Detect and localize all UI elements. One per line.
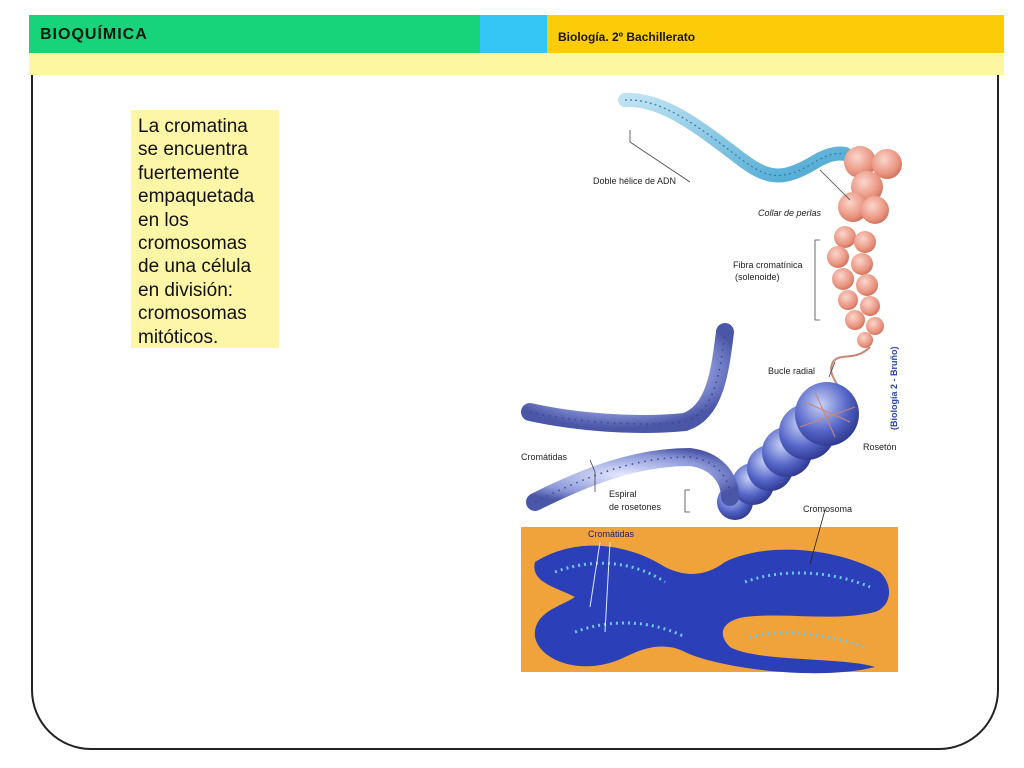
leader-lines [589, 130, 851, 513]
chromatin-text-box: La cromatina se encuentra fuertemente em… [131, 110, 279, 348]
rosette-spiral [717, 382, 859, 520]
label-chromatids: Cromátidas [521, 452, 568, 462]
label-credit: (Biología 2 - Bruño) [889, 347, 899, 431]
pearl-necklace [838, 146, 902, 224]
rosette-sphere [795, 382, 859, 446]
label-chromosome: Cromosoma [803, 504, 852, 514]
label-rosette: Rosetón [863, 442, 897, 452]
label-spiral-1: Espiral [609, 489, 637, 499]
chromatin-text: La cromatina se encuentra fuertemente em… [138, 116, 255, 348]
chromatin-packing-figure: Doble hélice de ADN Collar de perlas Fib… [515, 92, 915, 677]
chromatid-coils [521, 323, 739, 511]
slide-header: BIOQUÍMICA Biología. 2º Bachillerato [29, 15, 1004, 75]
label-fiber-1: Fibra cromatínica [733, 260, 803, 270]
chromosome-micrograph [521, 509, 898, 674]
header-subtitle: Biología. 2º Bachillerato [558, 30, 696, 44]
label-double-helix: Doble hélice de ADN [593, 176, 676, 186]
label-fiber-2: (solenoide) [735, 272, 780, 282]
header-yellow-band [547, 15, 1004, 53]
header-cyan-band [480, 15, 547, 53]
header-title: BIOQUÍMICA [40, 26, 148, 43]
label-photo-chromatids: Cromátidas [588, 529, 635, 539]
solenoid-fiber [827, 226, 884, 348]
label-spiral-2: de rosetones [609, 502, 662, 512]
label-radial-loop: Bucle radial [768, 366, 815, 376]
dna-double-helix [618, 92, 852, 183]
slide-frame [31, 62, 999, 750]
header-yellow-strip [29, 53, 1004, 75]
label-pearls: Collar de perlas [758, 208, 822, 218]
header-green-band [29, 15, 480, 53]
chromatin-diagram: Doble hélice de ADN Collar de perlas Fib… [521, 92, 902, 674]
